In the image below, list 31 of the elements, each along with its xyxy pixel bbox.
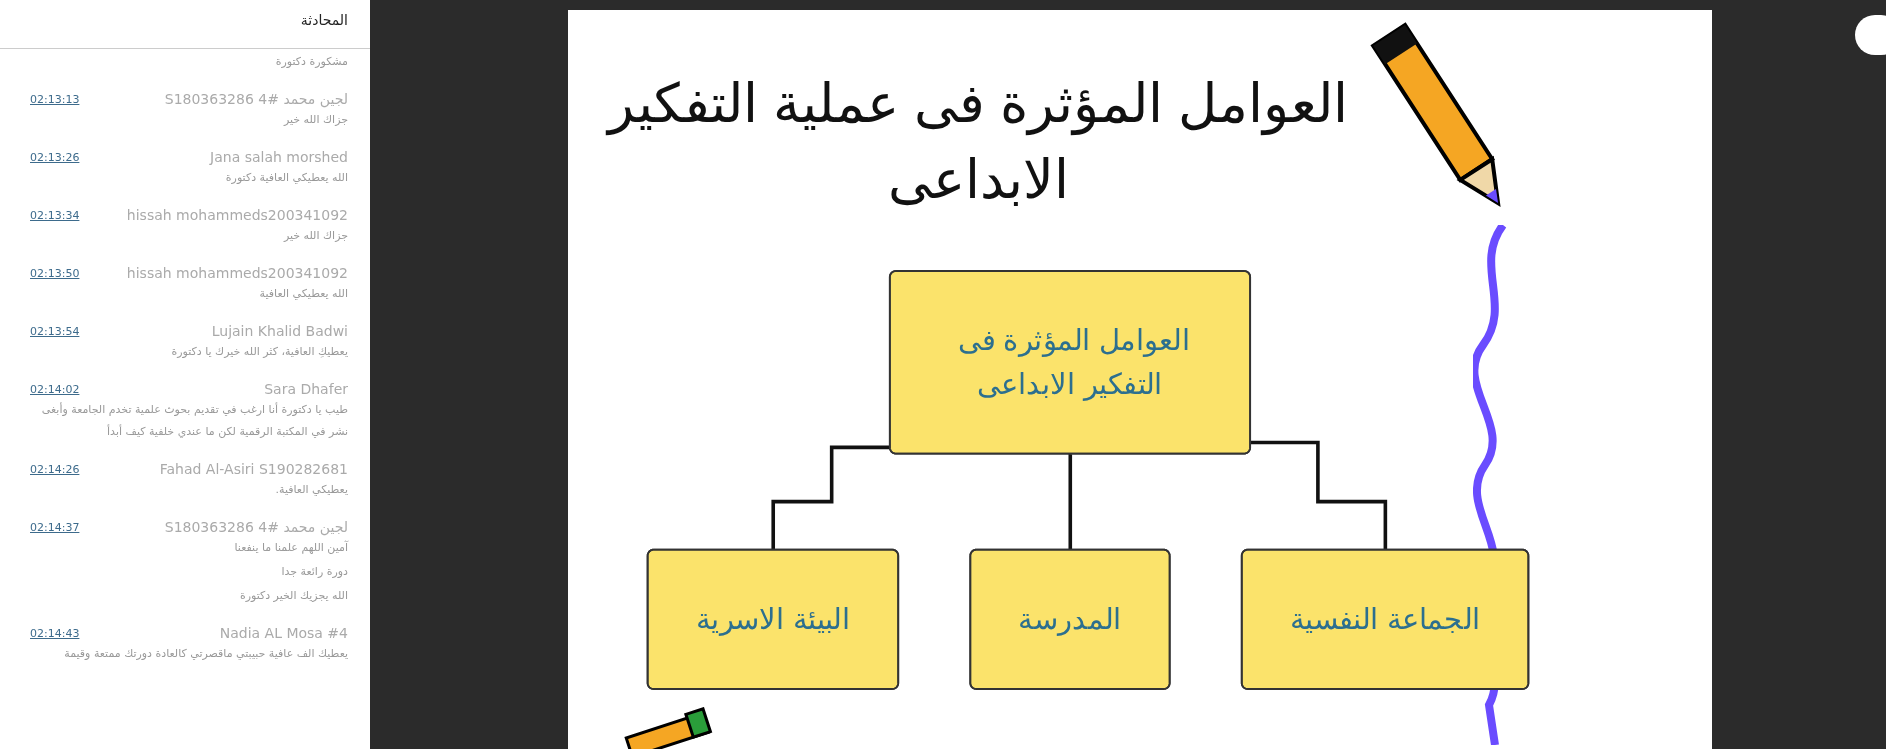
- sender-name: لجين محمد #4 S180363286: [164, 91, 348, 107]
- timestamp-link: 02:13:50: [30, 266, 80, 280]
- chat-message: جزاك الله خير: [282, 112, 348, 128]
- timestamp-link: 02:14:37: [30, 520, 80, 534]
- sender-name: Sara Dhafer: [264, 381, 348, 397]
- timestamp-link: 02:13:34: [30, 208, 80, 222]
- timestamp-link: 02:14:02: [30, 382, 80, 396]
- chat-message: آمين اللهم علمنا ما ينفعنا: [233, 539, 348, 556]
- timestamp-link: 02:14:43: [30, 626, 80, 640]
- timestamp-link: 02:14:26: [30, 462, 80, 476]
- chat-message: مشكورة دكتورة: [274, 54, 348, 70]
- chat-message: يعطيك الف عافية حبيبتي ماقصرتي كالعادة دورتك ممتعة وقيمة: [63, 646, 348, 662]
- sender-name: hissah mohammeds200341092: [126, 265, 348, 281]
- timestamp-link: 02:13:13: [30, 92, 80, 106]
- chat-message: الله يعطيكي العافية: [258, 286, 348, 302]
- timestamp-link: 02:13:26: [30, 150, 80, 164]
- sender-name: Lujain Khalid Badwi: [211, 323, 348, 339]
- chat-message: يعطيكي العافية.: [274, 482, 348, 498]
- sender-name: Fahad Al-Asiri S190282681: [159, 461, 348, 477]
- chat-message: دورة رائعة جدا: [280, 564, 348, 580]
- sender-name: Jana salah morshed: [210, 149, 348, 165]
- chat-message: يعطيكِ العافية، كثر الله خيرك يا دكتورة: [170, 344, 348, 360]
- chat-message: طيب يا دكتورة أنا ارغب في تقديم بحوث علمية تخدم الجامعة وأبغى نشر في المكتبة الرقمية لكن ما عندي خلفية كيف أبدأ: [40, 401, 348, 440]
- timestamp-link: 02:13:54: [30, 324, 80, 338]
- chat-message: جزاك الله خير: [282, 228, 348, 244]
- panel-heading: المحادثة: [300, 12, 348, 28]
- sender-name: hissah mohammeds200341092: [126, 207, 348, 223]
- chat-message: الله يجزيك الخير دكتورة: [238, 588, 348, 604]
- sender-name: لجين محمد #4 S180363286: [164, 519, 348, 535]
- sender-name: Nadia AL Mosa #4: [219, 625, 348, 641]
- chat-message: الله يعطيكي العافية دكتورة: [224, 170, 348, 186]
